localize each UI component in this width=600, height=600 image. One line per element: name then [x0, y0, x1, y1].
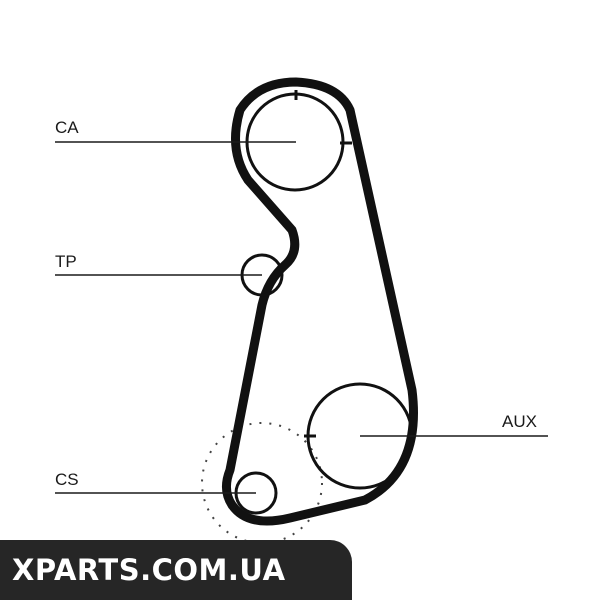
tp-label: TP [55, 252, 77, 271]
cs-label: CS [55, 470, 79, 489]
watermark-banner: XPARTS.COM.UA [0, 540, 352, 600]
cs-dotted-outline [201, 422, 323, 544]
timing-belt [222, 77, 418, 526]
watermark-text: XPARTS.COM.UA [12, 553, 286, 587]
ca-label: CA [55, 118, 79, 137]
aux-label: AUX [502, 412, 537, 431]
